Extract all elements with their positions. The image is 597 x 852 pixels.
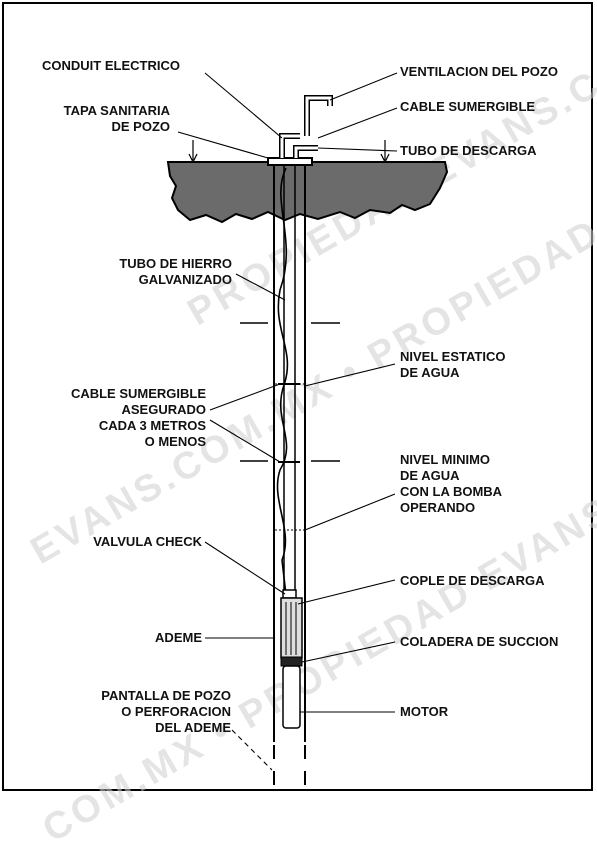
leader-tapa — [177, 131, 269, 159]
label-cable-asegurado: CABLE SUMERGIBLE ASEGURADO CADA 3 METROS… — [70, 386, 206, 449]
label-tubo-de-descarga: TUBO DE DESCARGA — [400, 143, 537, 158]
leader-nivel-estatico — [304, 363, 396, 387]
label-nivel-estatico: NIVEL ESTATICO DE AGUA — [400, 349, 506, 380]
label-coladera-de-succion: COLADERA DE SUCCION — [400, 634, 559, 649]
label-ademe: ADEME — [155, 630, 202, 645]
label-conduit-electrico: CONDUIT ELECTRICO — [42, 58, 180, 73]
leader-ventilacion — [329, 72, 398, 101]
discharge-pipe-inner — [294, 146, 318, 158]
sanitary-cap — [267, 157, 313, 166]
ground — [166, 161, 449, 224]
ground-arrow-right-head — [380, 153, 390, 164]
leader-cable-asegurado-1 — [209, 383, 281, 411]
leader-tubo-hierro — [235, 273, 286, 301]
conduit-pipe-inner — [280, 134, 300, 158]
label-tapa-sanitaria: TAPA SANITARIA DE POZO — [63, 103, 170, 134]
leader-cable-sumergible — [317, 107, 398, 139]
leader-valvula — [204, 541, 286, 595]
leader-conduit — [204, 72, 283, 139]
label-cople-de-descarga: COPLE DE DESCARGA — [400, 573, 545, 588]
label-nivel-minimo: NIVEL MINIMO DE AGUA CON LA BOMBA OPERAN… — [400, 452, 503, 515]
ground-arrow-left-head — [188, 153, 198, 164]
suction-screen — [280, 656, 303, 667]
leader-cople — [297, 579, 396, 605]
vent-pipe-inner — [305, 96, 332, 136]
label-motor: MOTOR — [400, 704, 449, 719]
leader-nivel-minimo — [304, 493, 396, 531]
diagram-frame — [2, 2, 593, 791]
label-ventilacion-del-pozo: VENTILACION DEL POZO — [400, 64, 558, 79]
label-tubo-de-hierro: TUBO DE HIERRO GALVANIZADO — [119, 256, 232, 287]
vent-pipe — [304, 95, 333, 136]
label-valvula-check: VALVULA CHECK — [93, 534, 202, 549]
well-diagram — [166, 72, 449, 793]
label-pantalla-de-pozo: PANTALLA DE POZO O PERFORACION DEL ADEME — [101, 688, 231, 735]
leader-tubo-descarga — [317, 147, 398, 152]
label-cable-sumergible-top: CABLE SUMERGIBLE — [400, 99, 536, 114]
leader-cable-asegurado-2 — [209, 419, 281, 463]
submersible-cable — [276, 167, 289, 596]
leader-pantalla — [231, 729, 273, 771]
leader-coladera — [301, 641, 396, 663]
motor-body — [282, 665, 301, 729]
